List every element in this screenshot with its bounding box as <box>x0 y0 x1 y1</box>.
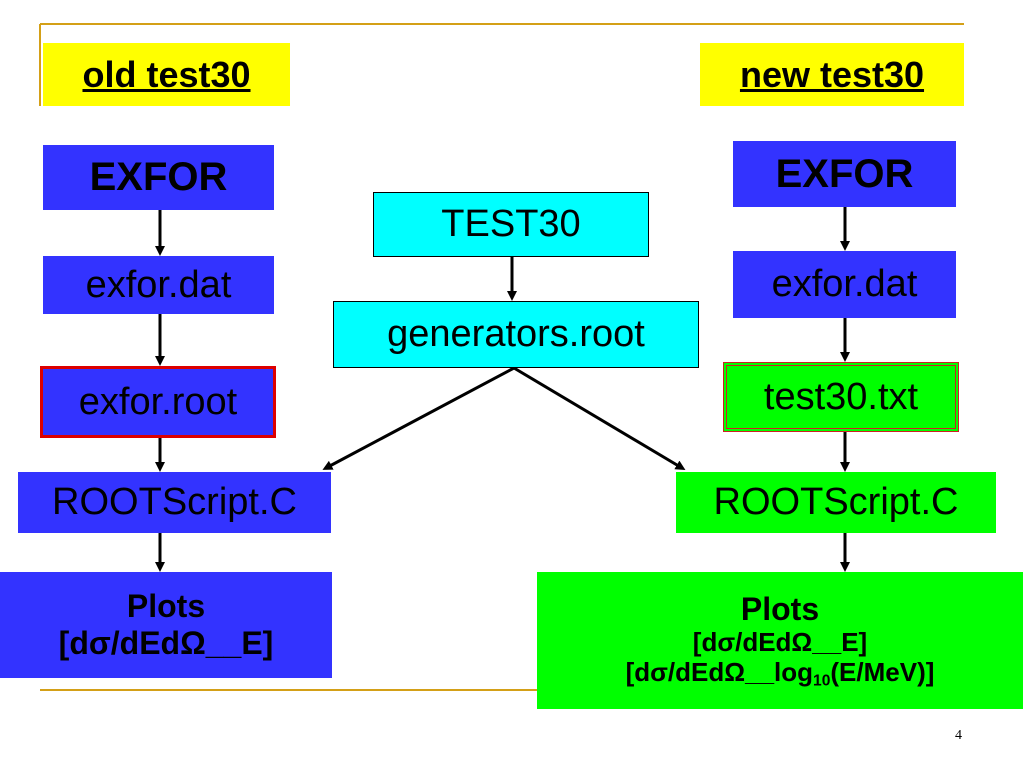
left-exfor-root-box: exfor.root <box>40 366 276 438</box>
old-test30-title-box: old test30 <box>43 43 290 106</box>
test30-box: TEST30 <box>373 192 649 257</box>
arrow-generators-to-left-script <box>322 366 515 470</box>
new-test30-title-box: new test30 <box>700 43 964 106</box>
left-exfor-dat-box: exfor.dat <box>43 256 274 314</box>
left-plots-title: Plots <box>126 588 206 625</box>
right-plots-line2: [dσ/dEdΩ__log10(E/MeV)] <box>625 656 935 691</box>
right-test30-txt-box: test30.txt <box>723 362 959 432</box>
right-plots-title: Plots <box>740 590 820 627</box>
right-exfor-dat-box: exfor.dat <box>733 251 956 318</box>
generators-root-box: generators.root <box>333 301 699 368</box>
left-plots-line1: [dσ/dEdΩ__E] <box>58 625 274 661</box>
right-plots-line1: [dσ/dEdΩ__E] <box>692 626 868 657</box>
page-number: 4 <box>955 728 962 743</box>
left-plots-box: Plots [dσ/dEdΩ__E] <box>0 572 332 678</box>
right-plots-line2-sub: 10 <box>813 672 831 690</box>
right-plots-line2-post: (E/MeV)] <box>830 656 935 687</box>
old-test30-title: old test30 <box>82 53 251 95</box>
right-exfor-box: EXFOR <box>733 141 956 207</box>
right-rootscript-box: ROOTScript.C <box>676 472 996 533</box>
new-test30-title: new test30 <box>739 53 925 95</box>
arrow-generators-to-right-script <box>513 366 686 471</box>
right-plots-line2-pre: [dσ/dEdΩ__log <box>625 656 814 687</box>
right-plots-box: Plots [dσ/dEdΩ__E] [dσ/dEdΩ__log10(E/MeV… <box>537 572 1023 709</box>
left-exfor-box: EXFOR <box>43 145 274 210</box>
left-rootscript-box: ROOTScript.C <box>18 472 331 533</box>
